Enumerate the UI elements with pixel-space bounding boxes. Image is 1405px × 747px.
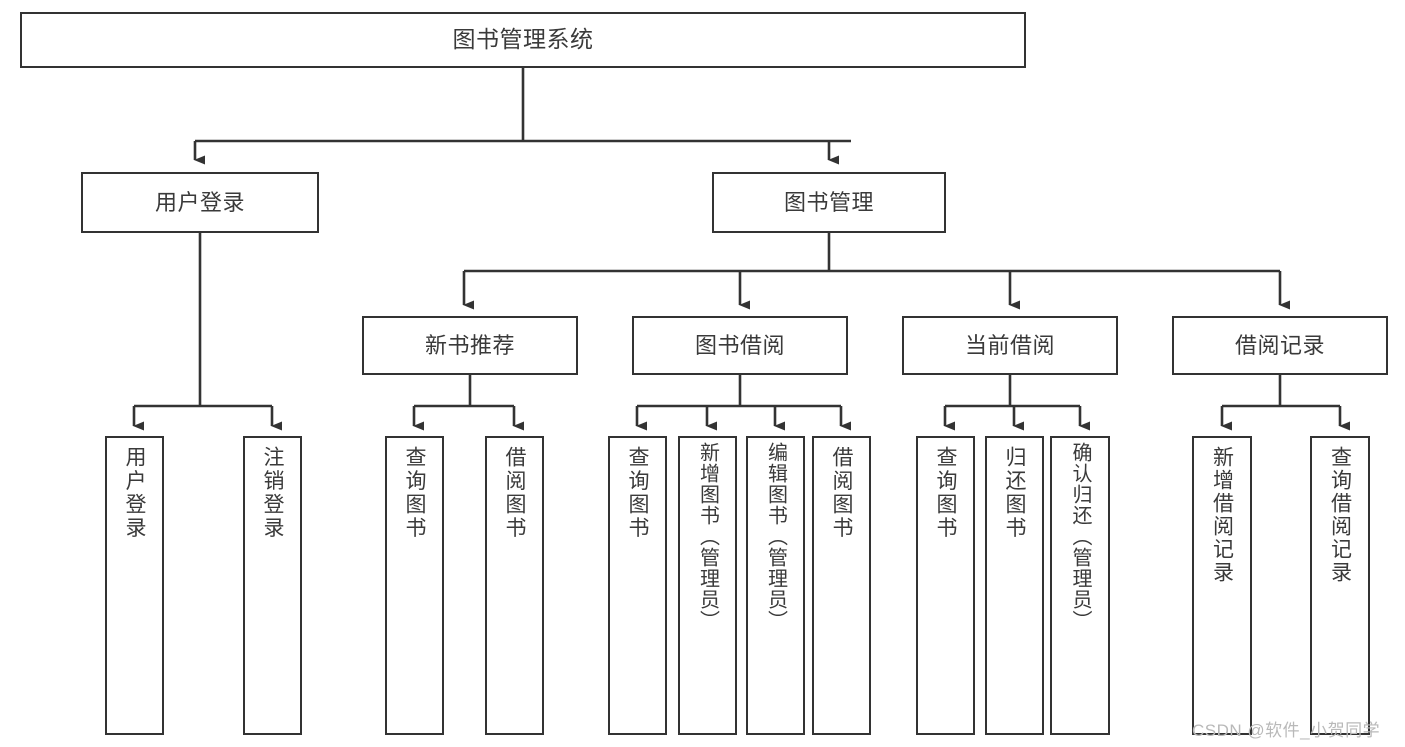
node-leaf-query-book-2-label: 查询图书 xyxy=(626,446,649,540)
node-borrow-record-label: 借阅记录 xyxy=(1234,332,1325,358)
node-leaf-add-record[interactable]: 新增借阅记录 xyxy=(1192,436,1252,735)
node-leaf-add-book[interactable]: 新增图书（管理员） xyxy=(678,436,737,735)
node-leaf-borrow-book-1[interactable]: 借阅图书 xyxy=(485,436,544,735)
node-new-book-recommend[interactable]: 新书推荐 xyxy=(362,316,578,375)
node-leaf-query-record-label: 查询借阅记录 xyxy=(1328,446,1352,584)
node-book-manage[interactable]: 图书管理 xyxy=(712,172,946,233)
node-current-borrow[interactable]: 当前借阅 xyxy=(902,316,1118,375)
node-leaf-return-book[interactable]: 归还图书 xyxy=(985,436,1044,735)
node-leaf-user-login-label: 用户登录 xyxy=(123,446,146,540)
node-leaf-user-login[interactable]: 用户登录 xyxy=(105,436,164,735)
node-leaf-query-book-1-label: 查询图书 xyxy=(403,446,426,540)
node-user-login-label: 用户登录 xyxy=(154,189,245,215)
node-leaf-edit-book[interactable]: 编辑图书（管理员） xyxy=(746,436,805,735)
node-book-borrow[interactable]: 图书借阅 xyxy=(632,316,848,375)
node-root[interactable]: 图书管理系统 xyxy=(20,12,1026,68)
watermark: CSDN @软件_小贺同学 xyxy=(1192,721,1381,740)
node-leaf-confirm-return-label: 确认归还（管理员） xyxy=(1069,442,1091,631)
node-leaf-query-book-2[interactable]: 查询图书 xyxy=(608,436,667,735)
node-leaf-logout-login[interactable]: 注销登录 xyxy=(243,436,302,735)
node-leaf-confirm-return[interactable]: 确认归还（管理员） xyxy=(1050,436,1110,735)
node-root-label: 图书管理系统 xyxy=(452,26,594,53)
node-leaf-borrow-book-2-label: 借阅图书 xyxy=(830,446,853,540)
node-leaf-query-book-1[interactable]: 查询图书 xyxy=(385,436,444,735)
node-leaf-edit-book-label: 编辑图书（管理员） xyxy=(764,442,787,631)
node-leaf-add-book-label: 新增图书（管理员） xyxy=(696,442,719,631)
node-book-borrow-label: 图书借阅 xyxy=(694,332,785,358)
node-leaf-return-book-label: 归还图书 xyxy=(1003,446,1026,540)
node-leaf-add-record-label: 新增借阅记录 xyxy=(1210,446,1234,584)
node-leaf-borrow-book-1-label: 借阅图书 xyxy=(503,446,526,540)
node-leaf-query-book-3[interactable]: 查询图书 xyxy=(916,436,975,735)
node-new-book-recommend-label: 新书推荐 xyxy=(424,332,515,358)
node-leaf-borrow-book-2[interactable]: 借阅图书 xyxy=(812,436,871,735)
node-leaf-query-book-3-label: 查询图书 xyxy=(934,446,957,540)
node-leaf-logout-login-label: 注销登录 xyxy=(261,446,284,540)
node-borrow-record[interactable]: 借阅记录 xyxy=(1172,316,1388,375)
node-current-borrow-label: 当前借阅 xyxy=(964,332,1055,358)
node-leaf-query-record[interactable]: 查询借阅记录 xyxy=(1310,436,1370,735)
node-user-login[interactable]: 用户登录 xyxy=(81,172,319,233)
node-book-manage-label: 图书管理 xyxy=(783,189,874,215)
